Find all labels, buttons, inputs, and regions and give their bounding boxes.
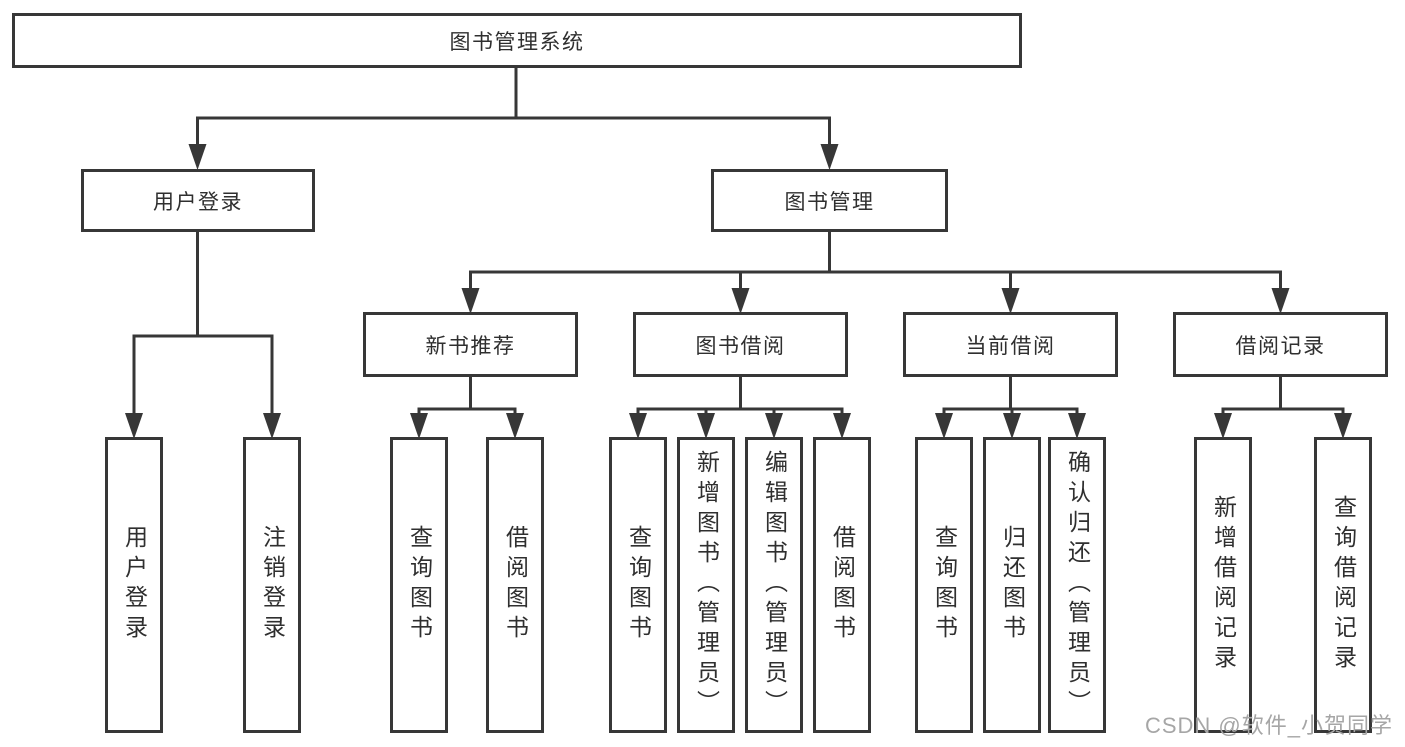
leaf-bb-borrow-books: 借阅图书 bbox=[813, 437, 871, 733]
branch-user-login: 用户登录 bbox=[81, 169, 315, 232]
branch-new-book-recommend: 新书推荐 bbox=[363, 312, 578, 377]
branch-book-management: 图书管理 bbox=[711, 169, 948, 232]
leaf-cb-query-books-label: 查询图书 bbox=[931, 525, 958, 645]
leaf-nb-borrow-books-label: 借阅图书 bbox=[502, 525, 529, 645]
leaf-br-add-record: 新增借阅记录 bbox=[1194, 437, 1252, 733]
leaf-bb-edit-books-admin: 编辑图书（管理员） bbox=[745, 437, 803, 733]
branch-current-borrowing: 当前借阅 bbox=[903, 312, 1118, 377]
leaf-bb-add-books-admin: 新增图书（管理员） bbox=[677, 437, 735, 733]
leaf-bb-query-books-label: 查询图书 bbox=[625, 525, 652, 645]
branch-current-borrowing-label: 当前借阅 bbox=[965, 334, 1056, 358]
branch-book-borrowing-label: 图书借阅 bbox=[695, 334, 786, 358]
leaf-cb-confirm-return-admin-label: 确认归还（管理员） bbox=[1064, 450, 1091, 720]
leaf-bb-edit-books-admin-label: 编辑图书（管理员） bbox=[761, 450, 788, 720]
leaf-logout-label: 注销登录 bbox=[259, 525, 286, 645]
leaf-bb-borrow-books-label: 借阅图书 bbox=[829, 525, 856, 645]
leaf-user-login: 用户登录 bbox=[105, 437, 163, 733]
leaf-cb-confirm-return-admin: 确认归还（管理员） bbox=[1048, 437, 1106, 733]
leaf-nb-query-books: 查询图书 bbox=[390, 437, 448, 733]
leaf-user-login-label: 用户登录 bbox=[121, 525, 148, 645]
leaf-cb-return-books: 归还图书 bbox=[983, 437, 1041, 733]
branch-borrowing-records-label: 借阅记录 bbox=[1235, 334, 1326, 358]
leaf-cb-query-books: 查询图书 bbox=[915, 437, 973, 733]
leaf-nb-borrow-books: 借阅图书 bbox=[486, 437, 544, 733]
watermark: CSDN @软件_小贺同学 bbox=[1144, 713, 1393, 738]
branch-book-management-label: 图书管理 bbox=[784, 190, 875, 214]
branch-new-book-recommend-label: 新书推荐 bbox=[425, 334, 516, 358]
leaf-bb-query-books: 查询图书 bbox=[609, 437, 667, 733]
branch-user-login-label: 用户登录 bbox=[153, 190, 243, 214]
leaf-logout: 注销登录 bbox=[243, 437, 301, 733]
branch-borrowing-records: 借阅记录 bbox=[1173, 312, 1388, 377]
node-root: 图书管理系统 bbox=[12, 13, 1022, 68]
leaf-br-add-record-label: 新增借阅记录 bbox=[1210, 495, 1237, 675]
leaf-br-query-record: 查询借阅记录 bbox=[1314, 437, 1372, 733]
leaf-br-query-record-label: 查询借阅记录 bbox=[1330, 495, 1357, 675]
node-root-label: 图书管理系统 bbox=[449, 30, 585, 54]
branch-book-borrowing: 图书借阅 bbox=[633, 312, 848, 377]
leaf-cb-return-books-label: 归还图书 bbox=[999, 525, 1026, 645]
leaf-bb-add-books-admin-label: 新增图书（管理员） bbox=[693, 450, 720, 720]
leaf-nb-query-books-label: 查询图书 bbox=[406, 525, 433, 645]
